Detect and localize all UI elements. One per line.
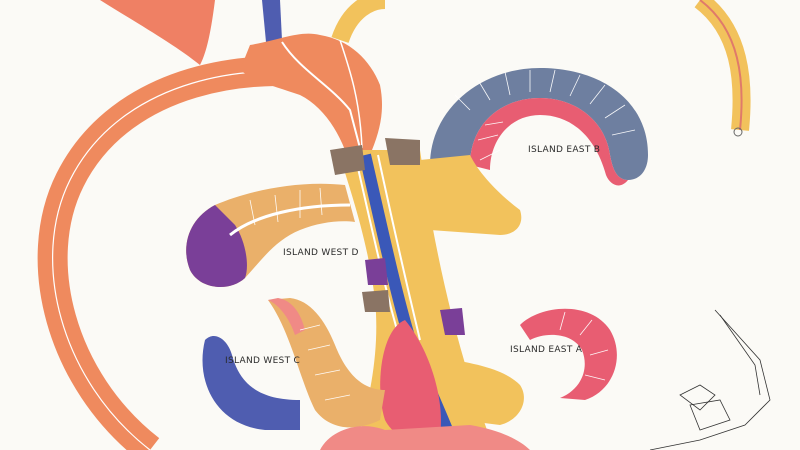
spine-road-right bbox=[377, 154, 421, 341]
spine-purple-parcel-2 bbox=[440, 308, 465, 335]
label-island-east-b: ISLAND EAST B bbox=[528, 145, 600, 155]
junction-road bbox=[281, 41, 361, 149]
spine-purple-parcel-1 bbox=[365, 258, 388, 285]
north-wedge-parcel bbox=[100, 0, 215, 65]
spine-brown-parcel bbox=[362, 290, 390, 312]
site-context-drawing bbox=[649, 309, 771, 450]
north-yellow-arc bbox=[331, 0, 386, 44]
label-island-west-d: ISLAND WEST D bbox=[283, 248, 359, 258]
spine-top-parcel-2 bbox=[385, 138, 420, 165]
island-west-c-tail bbox=[202, 335, 300, 430]
island-east-b-stem bbox=[420, 155, 522, 235]
spine-road-left bbox=[354, 154, 401, 341]
island-west-c-salmon bbox=[268, 298, 305, 335]
east-arc-edge bbox=[699, 0, 743, 131]
spine-top-parcel-1 bbox=[330, 145, 365, 175]
east-arc-node bbox=[733, 127, 743, 137]
south-parcels bbox=[320, 425, 530, 450]
label-island-west-c: ISLAND WEST C bbox=[225, 356, 300, 366]
plot-grid bbox=[249, 69, 636, 401]
island-west-d-road bbox=[229, 203, 351, 237]
island-east-b-outer bbox=[430, 68, 648, 180]
north-blue-parcel bbox=[262, 0, 282, 42]
label-island-east-a: ISLAND EAST A bbox=[510, 345, 583, 355]
island-east-b-inner bbox=[470, 98, 628, 186]
junction-road-2 bbox=[339, 39, 363, 149]
island-west-d-tip bbox=[186, 205, 247, 288]
island-east-a-stem bbox=[455, 360, 524, 425]
central-lagoon-parcel bbox=[380, 320, 441, 440]
